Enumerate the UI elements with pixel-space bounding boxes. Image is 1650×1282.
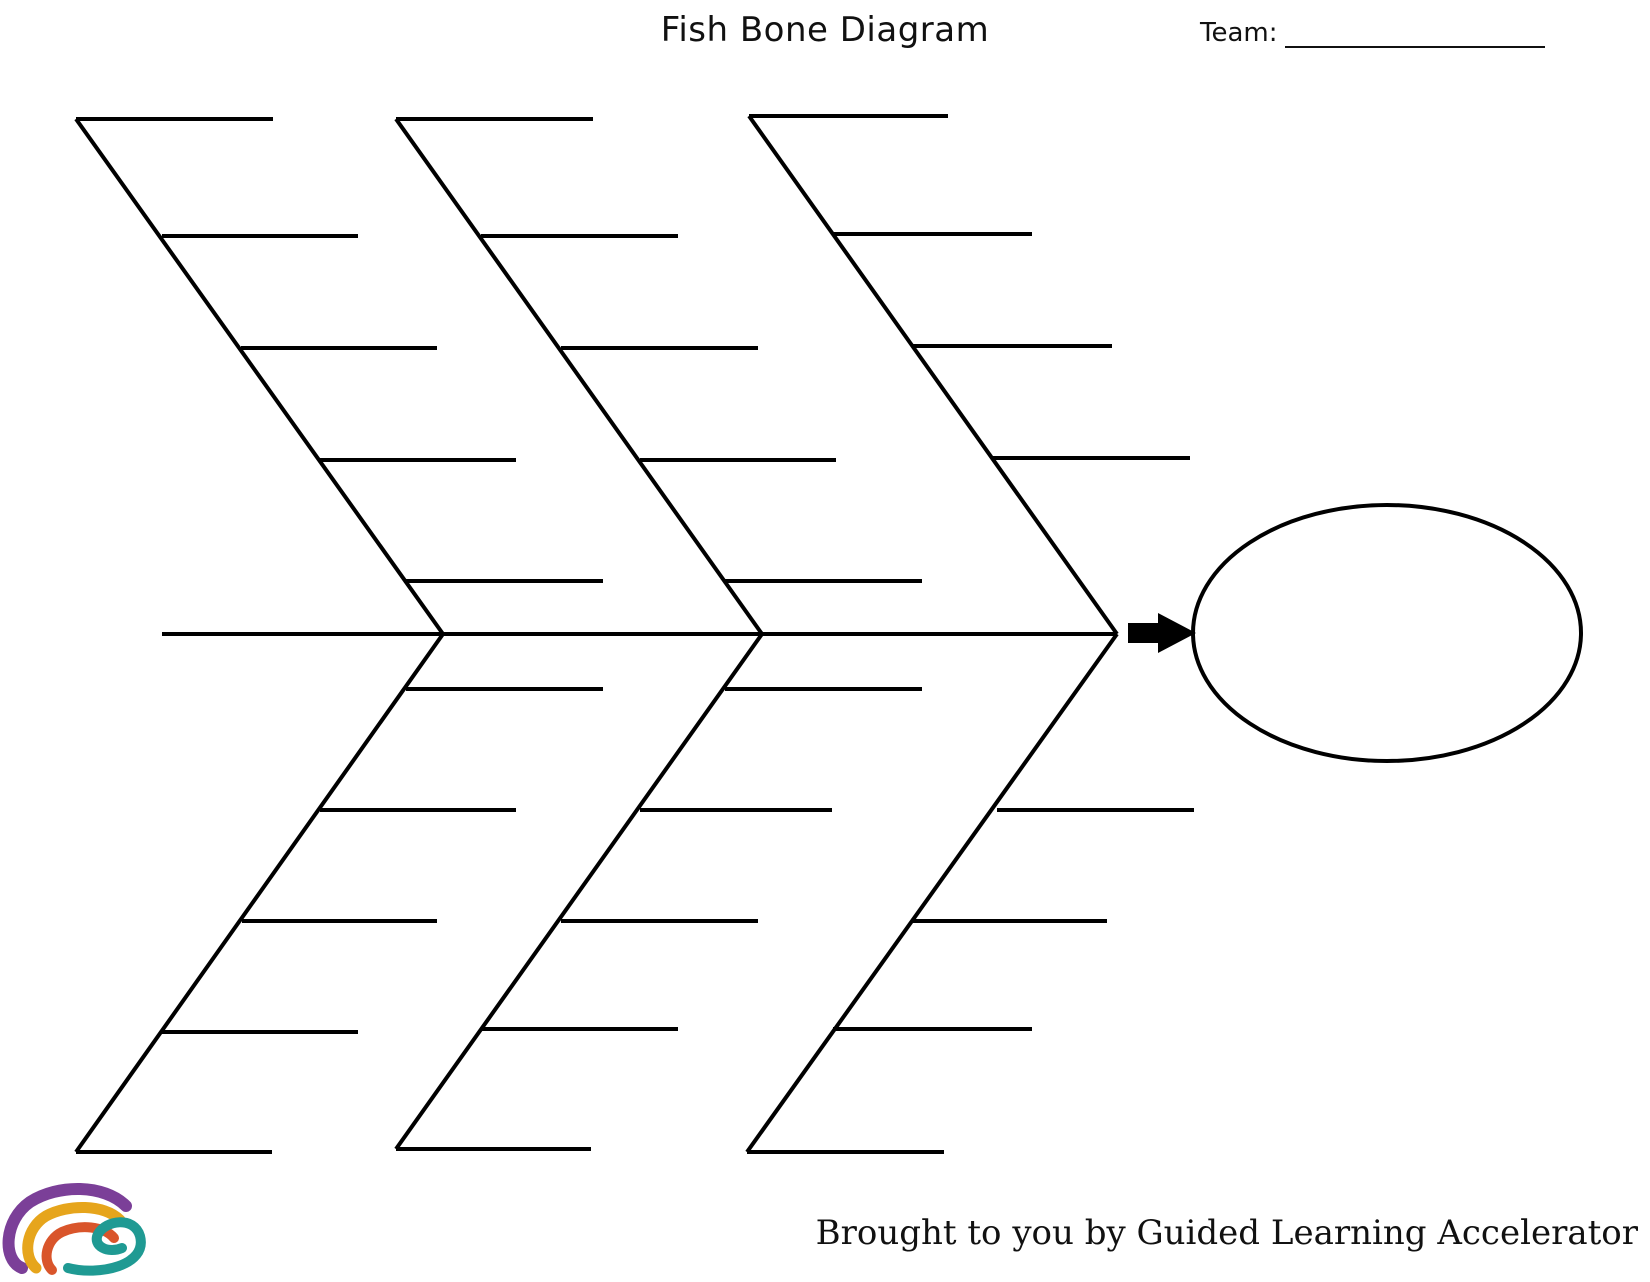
page-title: Fish Bone Diagram [660,10,990,50]
logo-mark-icon [2,1182,146,1276]
team-field: Team: [1200,18,1546,48]
team-blank-line[interactable] [1285,20,1546,48]
lower-bone-1 [74,632,445,1154]
logo [0,1168,160,1282]
lower-bone-2 [394,632,764,1151]
upper-bone-3 [747,114,1119,636]
problem-ellipse[interactable] [1191,503,1583,763]
arrow-icon [1128,613,1196,653]
footer-credit: Brought to you by Guided Learning Accele… [815,1213,1638,1253]
lower-bone-3 [745,632,1119,1154]
team-label: Team: [1200,18,1278,48]
upper-bone-2 [394,117,764,636]
upper-bone-1 [74,117,445,636]
